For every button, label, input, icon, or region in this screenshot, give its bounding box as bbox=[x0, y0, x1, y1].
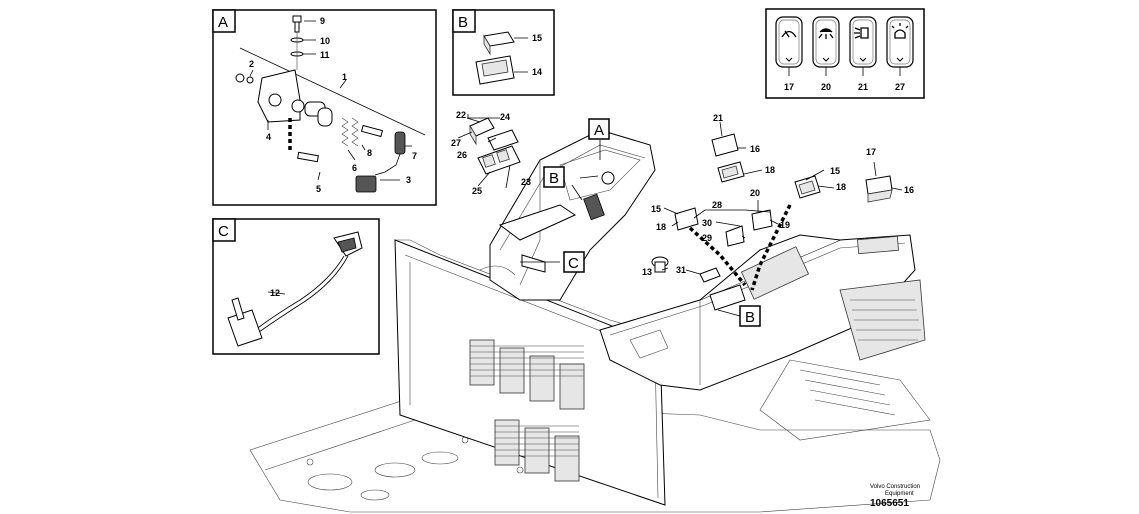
left-console bbox=[479, 129, 656, 301]
part-number-1: 1 bbox=[342, 72, 347, 82]
part-plug-31 bbox=[699, 267, 721, 283]
switch-part-number: 27 bbox=[895, 82, 905, 92]
rocker-switch bbox=[849, 16, 877, 68]
brand-caption-line2: Equipment bbox=[885, 491, 914, 497]
rocker-switch bbox=[775, 16, 803, 68]
rocker-switch-face bbox=[852, 19, 874, 65]
part-number-10: 10 bbox=[320, 36, 330, 46]
svg-text:B: B bbox=[745, 309, 755, 326]
part-number-28: 28 bbox=[712, 200, 722, 210]
side-panel bbox=[394, 239, 666, 506]
inset-a: A 9 10 11 1 2 4 8 6 7 5 3 bbox=[212, 9, 437, 206]
part-switch-16a bbox=[711, 133, 739, 157]
part-number-14: 14 bbox=[532, 67, 542, 77]
inset-b: B 15 14 bbox=[452, 9, 555, 96]
part-number-30: 30 bbox=[702, 218, 712, 228]
callout-c: C bbox=[563, 251, 585, 273]
part-number-24: 24 bbox=[500, 112, 510, 122]
part-switch-16b bbox=[865, 175, 893, 203]
part-number-26: 26 bbox=[457, 150, 467, 160]
rocker-switch-face bbox=[778, 19, 800, 65]
drawing-number: 1065651 bbox=[870, 498, 909, 509]
wiring-harness bbox=[688, 226, 747, 287]
svg-text:B: B bbox=[549, 170, 559, 187]
part-number-12: 12 bbox=[270, 288, 280, 298]
indicator-mark bbox=[896, 57, 904, 62]
part-number-18: 18 bbox=[836, 182, 846, 192]
brand-caption: Volvo Construction bbox=[870, 484, 920, 490]
part-number-13: 13 bbox=[642, 267, 652, 277]
part-number-9: 9 bbox=[320, 16, 325, 26]
part-bezel-18c bbox=[674, 207, 699, 231]
svg-text:A: A bbox=[594, 122, 604, 139]
part-bezel-18a bbox=[717, 161, 745, 183]
part-bezel-18b bbox=[794, 175, 821, 199]
callout-a: A bbox=[588, 118, 610, 140]
callout-b: B bbox=[739, 305, 761, 327]
wiring-harness bbox=[750, 204, 792, 291]
part-number-2: 2 bbox=[249, 59, 254, 69]
switch-part-number: 20 bbox=[821, 82, 831, 92]
part-number-7: 7 bbox=[412, 151, 417, 161]
part-switch-27 bbox=[469, 117, 495, 146]
rocker-switch bbox=[812, 16, 840, 68]
part-number-4: 4 bbox=[266, 132, 271, 142]
wiper-icon bbox=[781, 30, 797, 38]
part-number-11: 11 bbox=[320, 50, 330, 60]
svg-text:C: C bbox=[568, 255, 579, 272]
part-number-29: 29 bbox=[702, 233, 712, 243]
part-number-25: 25 bbox=[472, 186, 482, 196]
inset-b-letter: B bbox=[458, 14, 468, 31]
part-number-16: 16 bbox=[904, 185, 914, 195]
indicator-mark bbox=[785, 57, 793, 62]
armrest-frame bbox=[839, 279, 926, 361]
part-switch-19 bbox=[751, 209, 773, 231]
part-number-18: 18 bbox=[656, 222, 666, 232]
rocker-switch-face bbox=[815, 19, 837, 65]
inset-c-letter: C bbox=[218, 223, 229, 240]
part-bezel-25 bbox=[477, 145, 521, 175]
inset-c: C 12 bbox=[212, 218, 380, 355]
part-switch-29 bbox=[725, 225, 745, 247]
inset-a-letter: A bbox=[218, 14, 228, 31]
switch-part-number: 21 bbox=[858, 82, 868, 92]
leader-lines bbox=[457, 114, 903, 317]
work-light-icon bbox=[854, 27, 869, 39]
callout-b: B bbox=[543, 166, 565, 188]
part-number-20: 20 bbox=[750, 188, 760, 198]
part-number-23: 23 bbox=[521, 177, 531, 187]
part-number-22: 22 bbox=[456, 110, 466, 120]
rocker-switch-face bbox=[889, 19, 911, 65]
part-number-18: 18 bbox=[765, 165, 775, 175]
part-number-15: 15 bbox=[651, 204, 661, 214]
indicator-mark bbox=[822, 57, 830, 62]
vent-grille bbox=[469, 339, 585, 482]
part-number-15: 15 bbox=[532, 33, 542, 43]
part-number-16: 16 bbox=[750, 144, 760, 154]
part-number-15: 15 bbox=[830, 166, 840, 176]
part-number-6: 6 bbox=[352, 163, 357, 173]
part-number-5: 5 bbox=[316, 184, 321, 194]
part-number-19: 19 bbox=[780, 220, 790, 230]
part-switch-24 bbox=[487, 129, 519, 151]
indicator-mark bbox=[859, 57, 867, 62]
part-number-31: 31 bbox=[676, 265, 686, 275]
switch-icon-panel: 17 20 21 27 bbox=[765, 8, 925, 99]
switch-part-number: 17 bbox=[784, 82, 794, 92]
part-number-21: 21 bbox=[713, 113, 723, 123]
part-number-27: 27 bbox=[451, 138, 461, 148]
part-number-17: 17 bbox=[866, 147, 876, 157]
part-sender-13 bbox=[651, 256, 669, 273]
beacon-icon bbox=[891, 23, 909, 39]
part-number-3: 3 bbox=[406, 175, 411, 185]
part-number-8: 8 bbox=[367, 148, 372, 158]
washer-icon bbox=[818, 28, 834, 39]
